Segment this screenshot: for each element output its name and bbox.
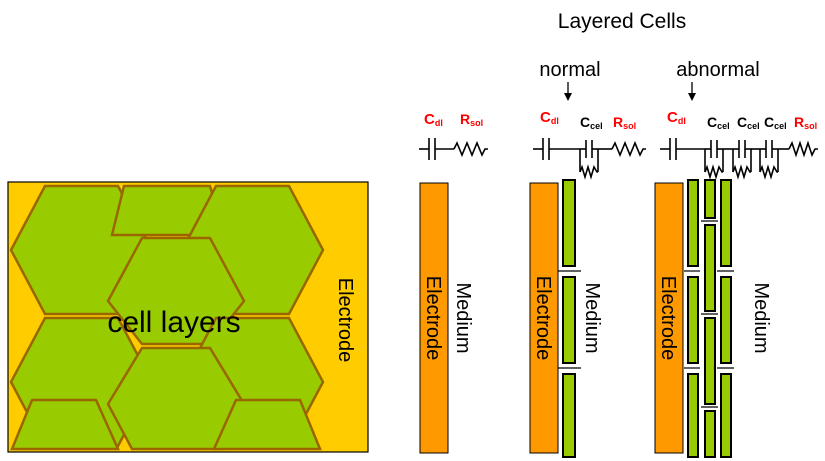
circuit-lines [660, 138, 818, 180]
cell-block [720, 179, 732, 267]
electrode-bar [529, 182, 559, 454]
hex-cell [10, 398, 120, 451]
ccel-label: Ccel [707, 114, 730, 131]
capacitor-symbol [419, 138, 454, 160]
electrode-bar [419, 182, 449, 454]
cell-block [720, 276, 732, 364]
circuit-normal: Cdl Ccel Rsol [533, 109, 646, 180]
cdl-label: Cdl [667, 109, 686, 126]
abnormal-label: abnormal [676, 59, 759, 81]
ccel-label: Ccel [580, 114, 603, 131]
cell-block [704, 224, 716, 312]
hex-cell [212, 398, 322, 451]
cell-block [687, 276, 699, 364]
electrode-label: Electrode [532, 276, 554, 361]
electrode-with-cell-layers: cell layers Electrode [7, 181, 369, 453]
cell-columns [687, 179, 732, 458]
electrode-label: Electrode [422, 276, 444, 361]
circuit-bare: Cdl Rsol [419, 111, 488, 160]
ccel-label: Ccel [737, 114, 760, 131]
cell-column [562, 179, 576, 458]
medium-label: Medium [452, 282, 474, 353]
cell-block [562, 179, 576, 267]
bare-electrode-column: Electrode Medium Cdl Rsol [419, 111, 488, 454]
medium-label: Medium [750, 282, 772, 353]
ccel-label: Ccel [764, 114, 787, 131]
cell-block [720, 373, 732, 458]
circuit-abnormal: Cdl Ccel Ccel Ccel Rsol [660, 109, 818, 180]
rsol-label: Rsol [613, 114, 636, 131]
abnormal-arrow-icon [688, 82, 696, 101]
cell-block [687, 373, 699, 458]
cdl-label: Cdl [540, 109, 559, 126]
diagram-title: Layered Cells [558, 10, 686, 33]
cdl-label: Cdl [424, 111, 443, 128]
rsol-label: Rsol [460, 111, 483, 128]
electrode-bar [654, 182, 684, 454]
electrode-label: Electrode [657, 276, 679, 361]
cell-block [704, 317, 716, 405]
cell-block [704, 179, 716, 219]
hexagonal-cells [9, 184, 325, 451]
normal-column: normal Electrode Medium Cdl Ccel Rsol [529, 59, 646, 458]
cell-block [687, 179, 699, 267]
medium-label: Medium [581, 282, 603, 353]
electrode-label-main: Electrode [334, 278, 356, 363]
cell-block [704, 410, 716, 458]
abnormal-column: abnormal Electrode Medium Cdl Ccel [654, 59, 818, 458]
cell-layers-label: cell layers [107, 306, 240, 339]
rsol-label: Rsol [794, 114, 817, 131]
cell-block [562, 373, 576, 458]
normal-arrow-icon [564, 82, 572, 101]
normal-label: normal [539, 59, 600, 81]
cell-gaps [684, 220, 734, 408]
resistor-symbol [453, 140, 488, 158]
circuit-lines [533, 138, 646, 180]
cell-block [562, 276, 576, 364]
cell-gaps [558, 270, 581, 369]
